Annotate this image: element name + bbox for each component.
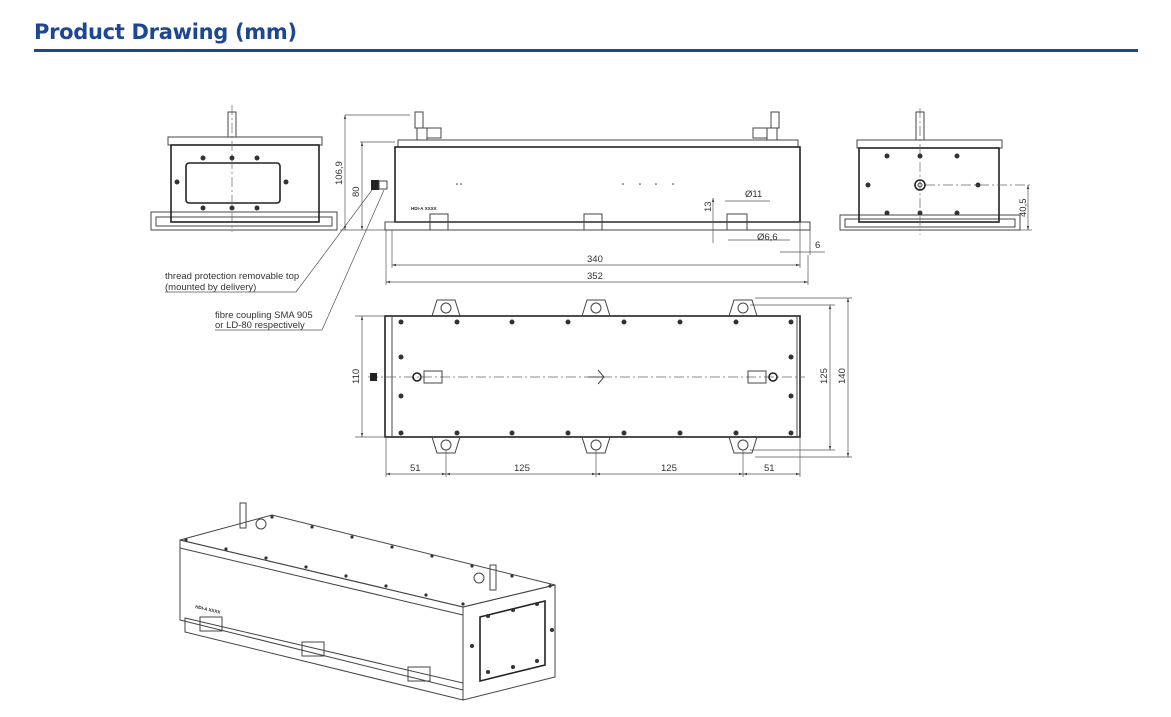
thread-protection-note: (mounted by delivery) <box>165 282 256 293</box>
dim-spacing-4: 51 <box>764 463 775 474</box>
title-underline <box>34 49 1138 52</box>
dim-width: 110 <box>351 369 362 384</box>
dim-end-offset: 6 <box>815 240 820 251</box>
dim-spacing-2: 125 <box>514 463 530 474</box>
dim-hole: Ø6,6 <box>757 232 778 243</box>
page-title: Product Drawing (mm) <box>34 20 297 44</box>
right-end-view: 40,5 <box>839 108 1032 235</box>
dim-body-length: 340 <box>587 254 603 265</box>
iso-product-label: HDI-A XXXX <box>195 604 221 615</box>
dim-total-height: 106,9 <box>334 161 345 185</box>
product-label: HDI-A XXXX <box>411 206 437 211</box>
dim-hole-spacing-width: 125 <box>819 368 830 384</box>
fibre-coupling-label: fibre coupling SMA 905 <box>215 310 313 321</box>
fibre-coupling-note: or LD-80 respectively <box>215 320 305 331</box>
dim-axis-height: 40,5 <box>1018 199 1029 218</box>
dim-body-height: 80 <box>351 186 362 197</box>
dim-counterbore: Ø11 <box>745 189 762 200</box>
side-view: HDI-A XXXX 106,9 80 13 Ø11 Ø6,6 6 340 35… <box>334 111 825 285</box>
dim-spacing-3: 125 <box>661 463 677 474</box>
isometric-view: HDI-A XXXX <box>179 502 556 701</box>
thread-protection-label: thread protection removable top <box>165 271 299 282</box>
top-view: 110 125 140 51 125 125 51 <box>351 297 852 477</box>
dim-total-width: 140 <box>837 368 848 384</box>
dim-spacing-1: 51 <box>410 463 421 474</box>
dim-mount-height: 13 <box>703 201 714 212</box>
left-end-view <box>150 105 338 232</box>
dim-total-length: 352 <box>587 271 603 282</box>
annotations: thread protection removable top (mounted… <box>165 189 385 331</box>
